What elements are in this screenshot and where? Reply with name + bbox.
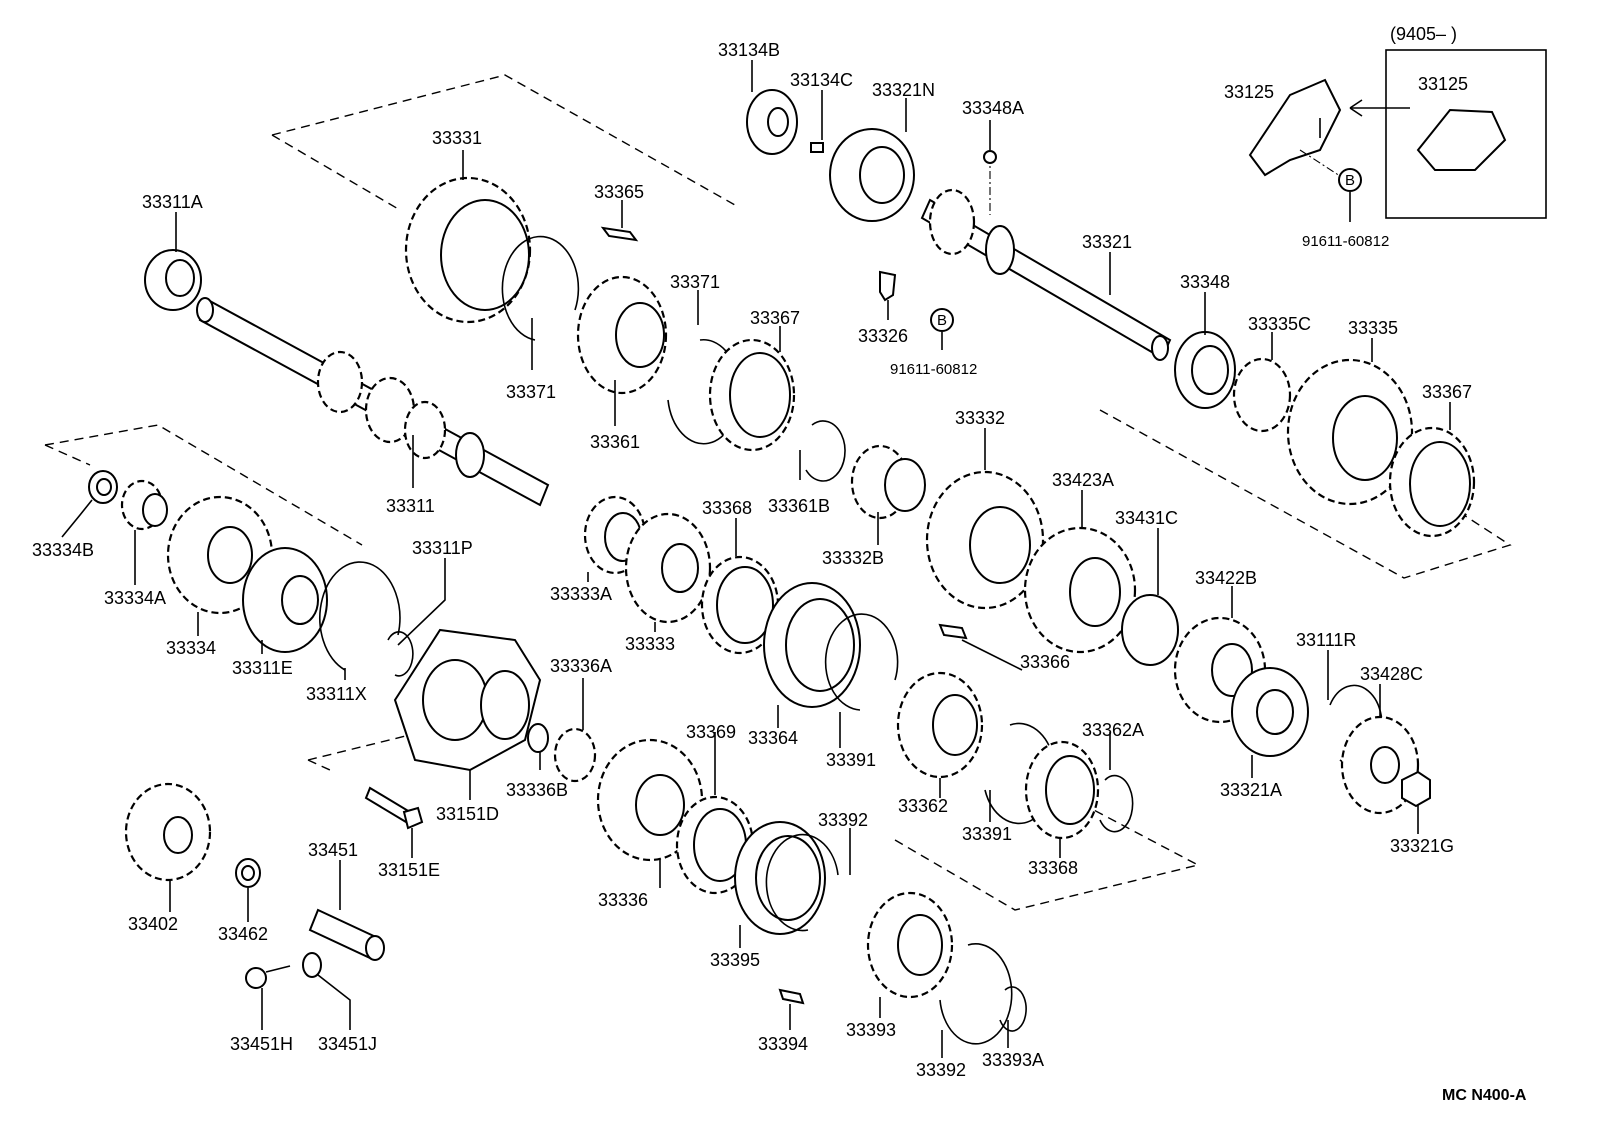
- label-33428C: 33428C: [1360, 664, 1423, 684]
- label-33336A: 33336A: [550, 656, 612, 676]
- label-33368-mid: 33368: [702, 498, 752, 518]
- label-33151E: 33151E: [378, 860, 440, 880]
- inset-box: [1385, 49, 1547, 219]
- components: [88, 78, 1507, 1045]
- label-33311P: 33311P: [412, 538, 473, 558]
- label-33371-lower: 33371: [506, 382, 556, 402]
- label-33361B: 33361B: [768, 496, 830, 516]
- leader-lines: [61, 60, 1451, 1058]
- label-33311A: 33311A: [142, 192, 203, 212]
- label-33362A: 33362A: [1082, 720, 1144, 740]
- label-33333A: 33333A: [550, 584, 612, 604]
- label-33333: 33333: [625, 634, 675, 654]
- label-33335C: 33335C: [1248, 314, 1311, 334]
- label-33311: 33311: [386, 496, 435, 516]
- label-33361: 33361: [590, 432, 640, 452]
- label-33125-main: 33125: [1224, 82, 1274, 102]
- label-33451: 33451: [308, 840, 358, 860]
- label-33326: 33326: [858, 326, 908, 346]
- label-33348A: 33348A: [962, 98, 1024, 118]
- label-33332: 33332: [955, 408, 1005, 428]
- label-33451H: 33451H: [230, 1034, 293, 1054]
- label-33423A: 33423A: [1052, 470, 1114, 490]
- inset-date-label: (9405– ): [1390, 24, 1457, 44]
- callout-markers: B B: [937, 172, 1355, 329]
- label-33369: 33369: [686, 722, 736, 742]
- label-33422B: 33422B: [1195, 568, 1257, 588]
- label-33336B: 33336B: [506, 780, 568, 800]
- label-33431C: 33431C: [1115, 508, 1178, 528]
- label-33391-right: 33391: [962, 824, 1012, 844]
- label-33364: 33364: [748, 728, 798, 748]
- input-shaft-33311: [196, 297, 550, 507]
- label-33395: 33395: [710, 950, 760, 970]
- label-33321G: 33321G: [1390, 836, 1454, 856]
- label-33321: 33321: [1082, 232, 1132, 252]
- label-33393A: 33393A: [982, 1050, 1044, 1070]
- output-shaft-33321: [920, 188, 1172, 361]
- label-33334B: 33334B: [32, 540, 94, 560]
- label-33394: 33394: [758, 1034, 808, 1054]
- diagram-code: MC N400-A: [1442, 1087, 1527, 1104]
- label-33362: 33362: [898, 796, 948, 816]
- label-33391-left: 33391: [826, 750, 876, 770]
- label-33451J: 33451J: [318, 1034, 377, 1054]
- label-33311E: 33311E: [232, 658, 293, 678]
- bolt-91611-60812-center: 91611-60812: [890, 361, 977, 378]
- label-33392-upper: 33392: [818, 810, 868, 830]
- label-33151D: 33151D: [436, 804, 499, 824]
- label-33402: 33402: [128, 914, 178, 934]
- part-labels: 33134B 33134C 33321N 33348A 33331 33365 …: [32, 24, 1527, 1104]
- label-33335: 33335: [1348, 318, 1398, 338]
- callout-b-right: B: [1345, 172, 1355, 189]
- label-33462: 33462: [218, 924, 268, 944]
- label-33393: 33393: [846, 1020, 896, 1040]
- label-33334: 33334: [166, 638, 216, 658]
- label-33366: 33366: [1020, 652, 1070, 672]
- label-33321N: 33321N: [872, 80, 935, 100]
- label-33348: 33348: [1180, 272, 1230, 292]
- label-33336: 33336: [598, 890, 648, 910]
- label-33367-right: 33367: [1422, 382, 1472, 402]
- label-33111R: 33111R: [1296, 630, 1356, 650]
- label-33365: 33365: [594, 182, 644, 202]
- label-33332B: 33332B: [822, 548, 884, 568]
- label-33334A: 33334A: [104, 588, 166, 608]
- label-33125-inset: 33125: [1418, 74, 1468, 94]
- label-33392-lower: 33392: [916, 1060, 966, 1080]
- bolt-91611-60812-right: 91611-60812: [1302, 233, 1389, 250]
- label-33134B: 33134B: [718, 40, 780, 60]
- label-33368-lower: 33368: [1028, 858, 1078, 878]
- callout-b-center: B: [937, 312, 947, 329]
- label-33311X: 33311X: [306, 684, 367, 704]
- label-33134C: 33134C: [790, 70, 853, 90]
- label-33367-left: 33367: [750, 308, 800, 328]
- label-33331: 33331: [432, 128, 482, 148]
- label-33321A: 33321A: [1220, 780, 1282, 800]
- label-33371-upper: 33371: [670, 272, 720, 292]
